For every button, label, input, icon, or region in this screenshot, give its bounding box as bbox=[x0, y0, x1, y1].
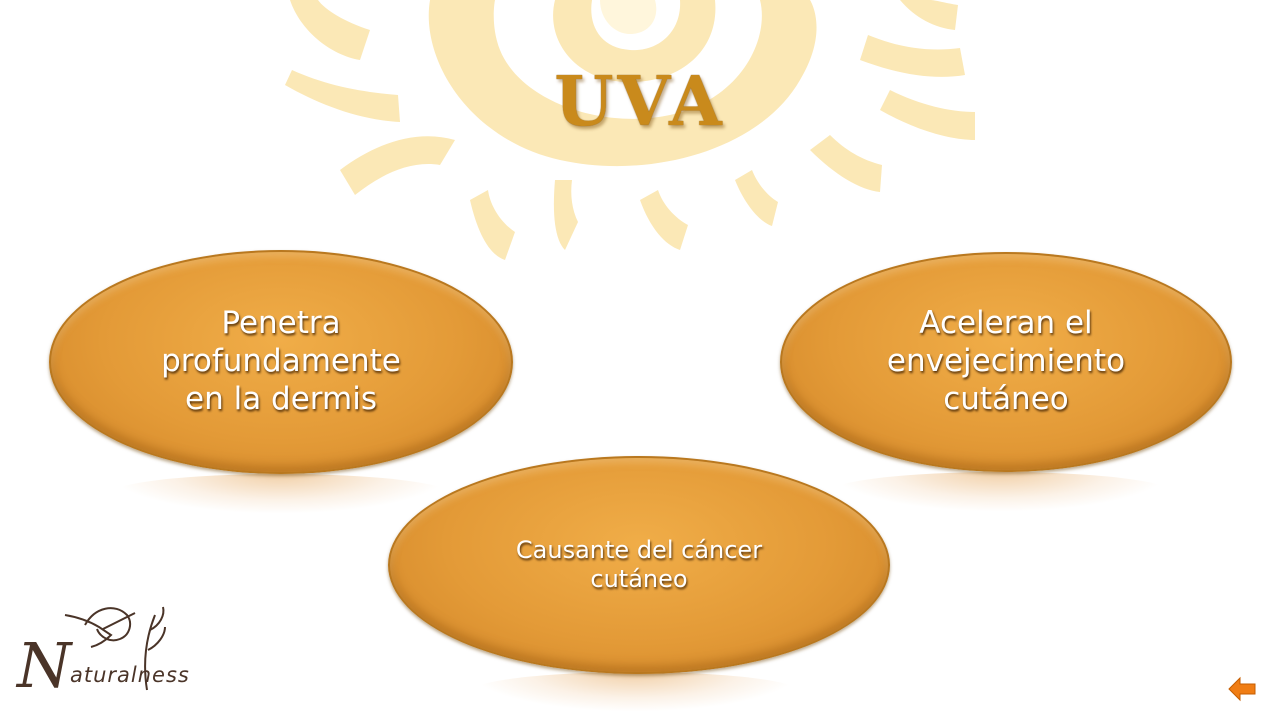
oval-causante: Causante del cáncer cutáneo bbox=[388, 456, 890, 674]
back-arrow-icon[interactable] bbox=[1227, 676, 1257, 702]
naturalness-logo: N bbox=[15, 606, 166, 702]
oval-line: envejecimiento bbox=[886, 343, 1126, 380]
logo-text: aturalness bbox=[70, 663, 190, 687]
oval-reflection bbox=[470, 672, 800, 712]
oval-text: Penetra profundamente en la dermis bbox=[161, 305, 401, 418]
page-title: UVA bbox=[554, 62, 726, 142]
oval-reflection bbox=[110, 474, 450, 514]
oval-line: Aceleran el bbox=[919, 305, 1093, 342]
logo-mark: N bbox=[15, 629, 74, 702]
hummingbird-icon bbox=[64, 606, 166, 691]
oval-reflection bbox=[830, 472, 1170, 512]
oval-line: profundamente bbox=[161, 343, 401, 380]
oval-line: en la dermis bbox=[185, 380, 377, 417]
oval-penetra: Penetra profundamente en la dermis bbox=[49, 250, 513, 474]
oval-line: cutáneo bbox=[943, 380, 1069, 417]
oval-text: Causante del cáncer cutáneo bbox=[516, 536, 762, 595]
oval-text: Aceleran el envejecimiento cutáneo bbox=[887, 305, 1125, 418]
oval-aceleran: Aceleran el envejecimiento cutáneo bbox=[780, 252, 1232, 472]
oval-line: Causante del cáncer bbox=[515, 535, 763, 564]
oval-line: Penetra bbox=[221, 305, 341, 342]
oval-line: cutáneo bbox=[590, 565, 688, 593]
